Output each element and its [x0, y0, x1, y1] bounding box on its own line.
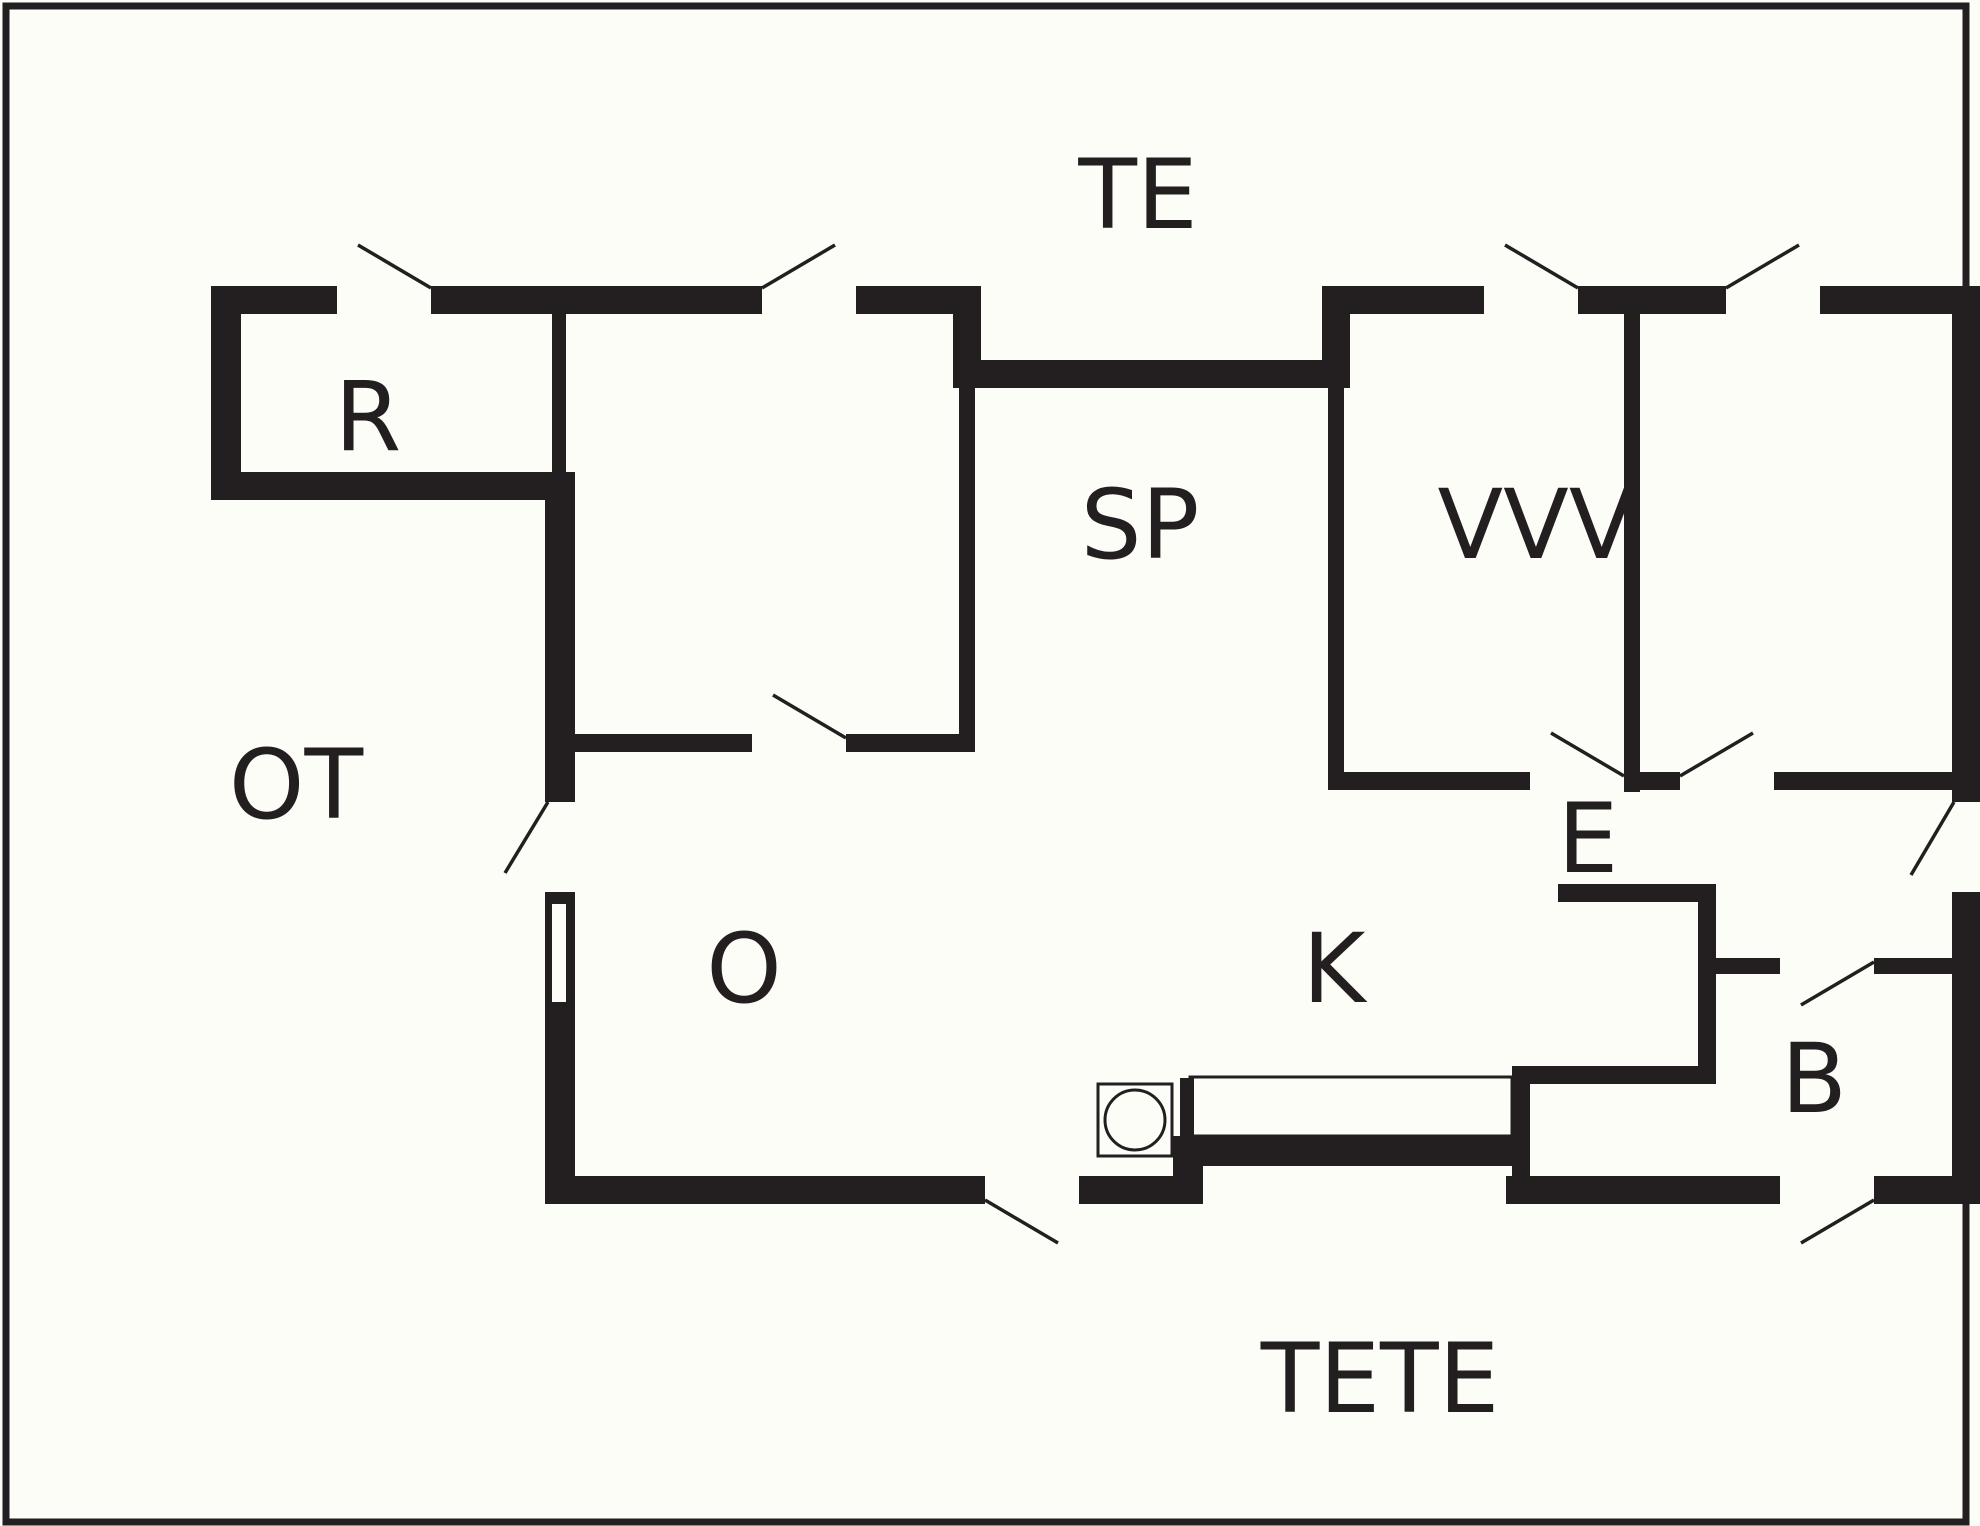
- room-label-sp: SP: [1081, 469, 1200, 581]
- stove-icon: [1096, 1082, 1174, 1158]
- kitchen-counter: [1188, 1075, 1514, 1138]
- walls: [211, 286, 1980, 1204]
- room-label-o: O: [706, 913, 782, 1025]
- room-label-r: R: [335, 361, 402, 473]
- window-left: [552, 904, 566, 1002]
- room-label-te: TE: [1077, 139, 1197, 251]
- room-label-b: B: [1781, 1023, 1847, 1135]
- room-labels: TE R SP VVV OT E O K B TETE: [229, 139, 1847, 1435]
- room-label-k: K: [1303, 913, 1368, 1025]
- openings: [337, 286, 1980, 1204]
- room-label-e: E: [1558, 783, 1619, 895]
- room-label-ot: OT: [229, 729, 364, 841]
- room-label-vvv: VVV: [1437, 469, 1634, 581]
- room-label-tete: TETE: [1260, 1323, 1500, 1435]
- door-swings: [357, 243, 1956, 1245]
